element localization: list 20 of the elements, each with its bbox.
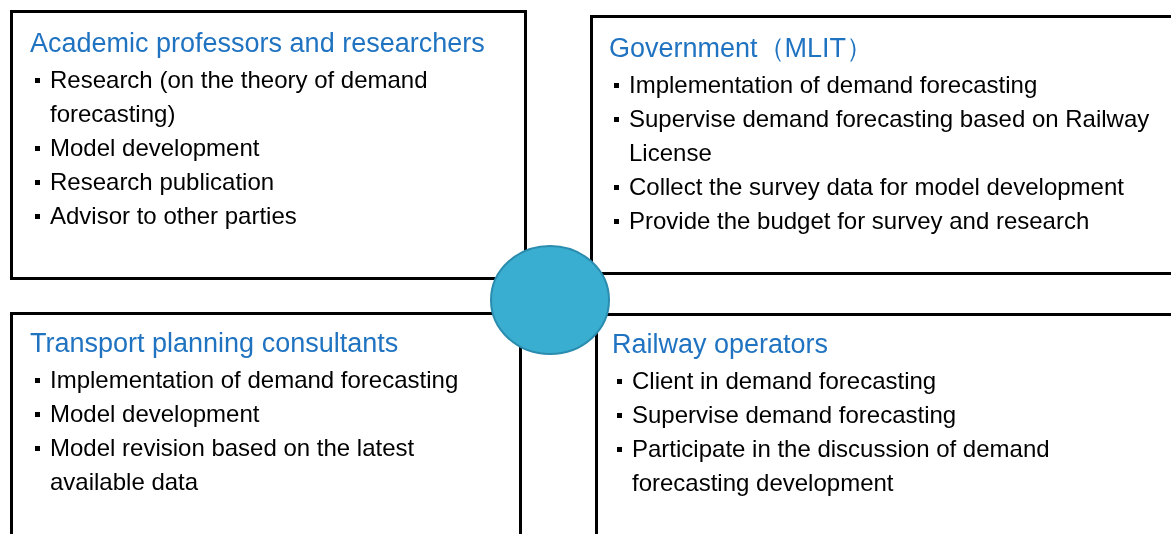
text-box [10,10,527,280]
box-heading: Government（MLIT） [609,32,875,65]
list-item: Supervise demand forecasting based on Railway License [629,105,1150,166]
list-item: Model development [50,400,260,427]
list-item: Supervise demand forecasting [632,401,957,428]
list-item: Implementation of demand forecasting [629,71,1038,98]
list-item: Model development [50,134,260,161]
list-item: Research publication [50,168,275,195]
text-box [590,15,1171,275]
list-item: Participate in the discussion of demand forecasting development [632,435,1050,496]
list-item: Collect the survey data for model development [629,173,1124,200]
box-heading: Transport planning consultants [30,327,400,360]
list-item: Advisor to other parties [50,202,297,229]
box-heading: Railway operators [612,328,830,361]
list-item: Research (on the theory of demand forecasting) [50,66,428,127]
list-item: Provide the budget for survey and research [629,207,1090,234]
list-item: Client in demand forecasting [632,367,937,394]
list-item: Implementation of demand forecasting [50,366,459,393]
box-heading: Academic professors and researchers [30,27,486,60]
list-item: Model revision based on the latest available data [50,434,415,495]
